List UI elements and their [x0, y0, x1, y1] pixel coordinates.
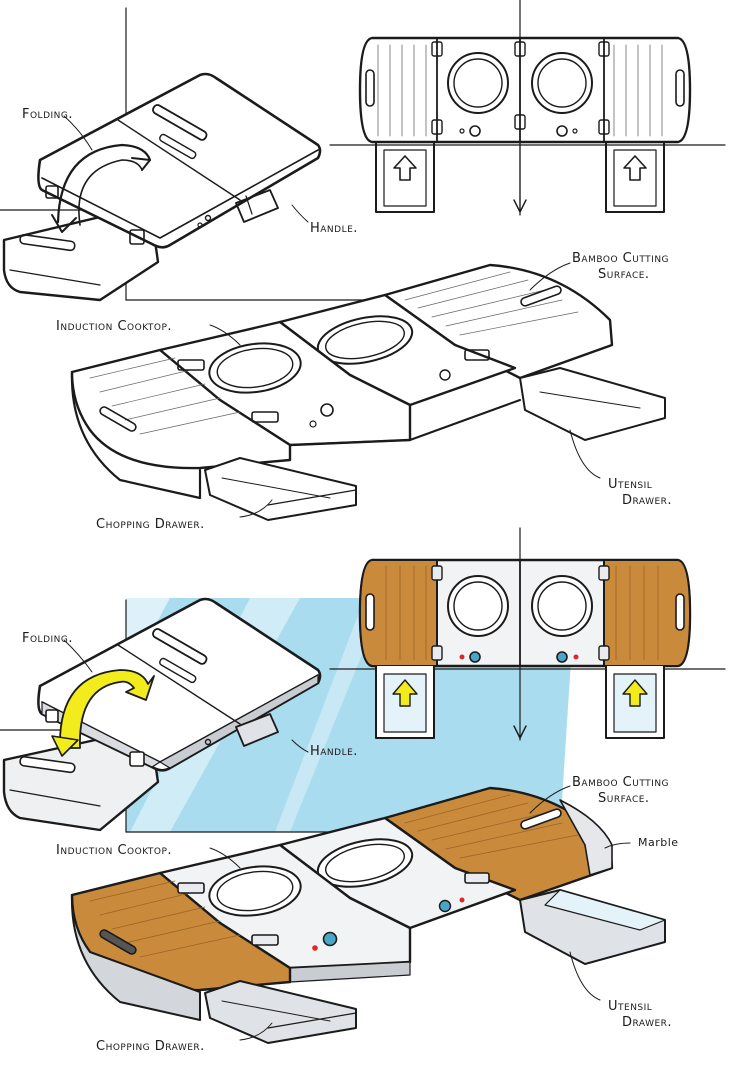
- main-unit-top: [70, 263, 666, 521]
- bamboo-cutting-label-line2: Surface.: [598, 267, 650, 282]
- folding-unit-bottom: [2, 597, 322, 832]
- utensil-label-bottom-line1: Utensil: [608, 999, 653, 1014]
- bamboo-cutting-label-line1: Bamboo Cutting: [572, 251, 670, 266]
- bamboo-cutting-label-bottom-line1: Bamboo Cutting: [572, 775, 670, 790]
- induction-cooktop-label-bottom: Induction Cooktop.: [56, 843, 173, 858]
- bamboo-cutting-label-bottom-line2: Surface.: [598, 791, 650, 806]
- bottom-panel: [0, 527, 726, 1044]
- chopping-drawer-label-bottom: Chopping Drawer.: [96, 1039, 205, 1054]
- top-panel: [0, 0, 726, 521]
- handle-label: Handle.: [310, 221, 358, 236]
- folding-label-bottom: Folding.: [22, 631, 73, 646]
- front-elevation-top: [358, 36, 692, 213]
- folding-unit-top: [2, 72, 322, 302]
- chopping-drawer-label: Chopping Drawer.: [96, 517, 205, 532]
- leader-lines-top: [63, 115, 601, 518]
- handle-label-bottom: Handle.: [310, 744, 358, 759]
- induction-cooktop-label: Induction Cooktop.: [56, 319, 173, 334]
- utensil-label-line2: Drawer.: [622, 493, 673, 508]
- utensil-label-line1: Utensil: [608, 477, 653, 492]
- main-unit-bottom: [70, 786, 666, 1044]
- front-elevation-bottom: [358, 558, 692, 739]
- folding-label: Folding.: [22, 107, 73, 122]
- utensil-label-bottom-line2: Drawer.: [622, 1015, 673, 1030]
- marble-label: Marble: [638, 836, 679, 849]
- leader-lines-bottom: [63, 639, 631, 1041]
